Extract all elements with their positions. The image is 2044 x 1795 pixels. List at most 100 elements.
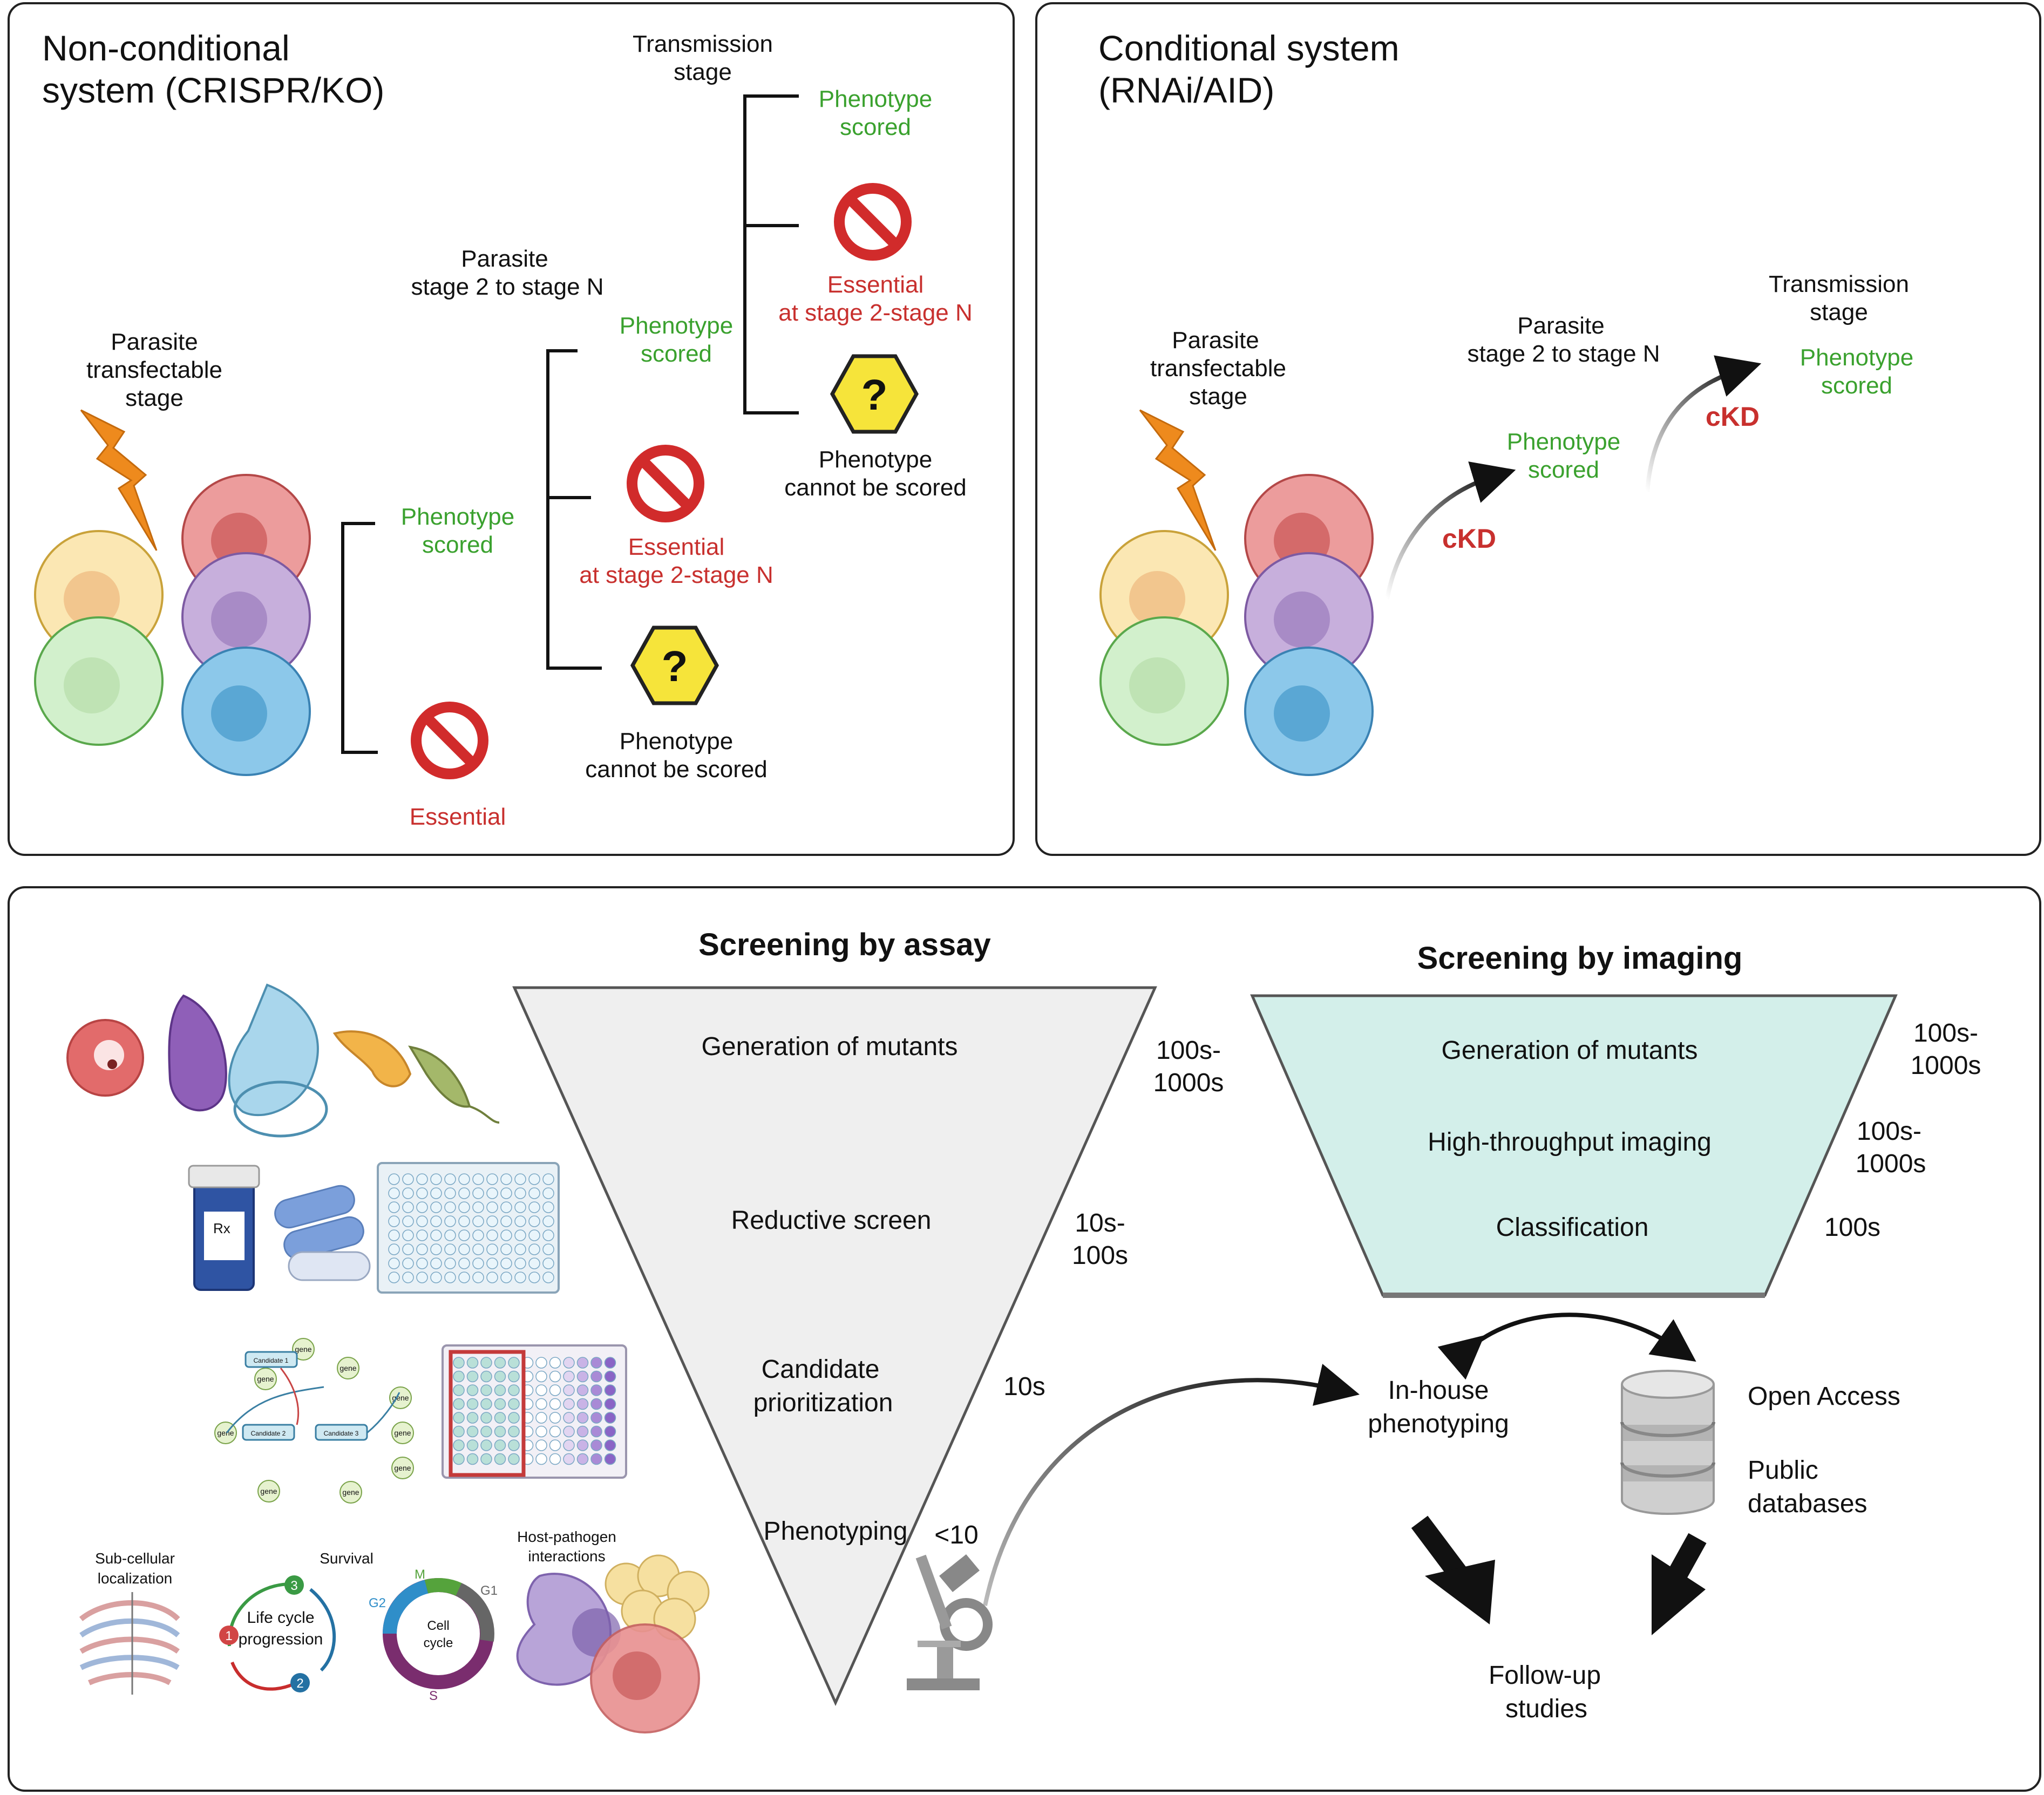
well-icon — [508, 1412, 520, 1424]
well-icon — [472, 1173, 484, 1185]
well-plate-wells-1 — [388, 1173, 554, 1283]
well-icon — [430, 1243, 442, 1255]
well-icon — [576, 1425, 589, 1438]
well-icon — [528, 1257, 540, 1269]
well-icon — [430, 1272, 442, 1283]
imaging-step-3: Classification — [1496, 1213, 1649, 1242]
well-icon — [402, 1243, 414, 1255]
transmission2-label-l2: stage — [1810, 299, 1868, 325]
well-icon — [402, 1201, 414, 1213]
well-icon — [472, 1229, 484, 1241]
green-cell-nucleus — [64, 657, 120, 713]
trypanosome-orange-icon — [332, 1030, 412, 1087]
well-icon — [472, 1257, 484, 1269]
well-icon — [458, 1201, 470, 1213]
well-icon — [514, 1215, 526, 1227]
well-icon — [576, 1439, 589, 1451]
essential-stage-l1-label-c: Essential — [827, 271, 924, 298]
well-icon — [458, 1243, 470, 1255]
well-icon — [453, 1370, 465, 1383]
gene-node-icon — [337, 1357, 359, 1379]
well-icon — [486, 1243, 498, 1255]
scored-l1-label-e: Phenotype — [1800, 344, 1913, 371]
well-icon — [388, 1257, 400, 1269]
imaging-count-1-l2: 1000s — [1911, 1051, 1981, 1080]
subcellular-l1: Sub-cellular — [95, 1550, 175, 1567]
well-icon — [480, 1439, 492, 1451]
panel-border — [8, 2, 1015, 856]
imaging-step-1: Generation of mutants — [1442, 1036, 1698, 1065]
well-icon — [528, 1187, 540, 1199]
well-icon — [604, 1439, 616, 1451]
imaging-count-2-l2: 1000s — [1856, 1150, 1926, 1178]
lc-step-1: 1 — [225, 1629, 232, 1643]
cannot-l2-label-c: cannot be scored — [784, 474, 967, 501]
well-icon — [514, 1243, 526, 1255]
gene-node-label: gene — [339, 1364, 356, 1372]
well-icon — [590, 1357, 602, 1369]
bracket-level3 — [743, 94, 799, 414]
well-icon — [480, 1453, 492, 1465]
well-icon — [480, 1425, 492, 1438]
followup-l1: Follow-up — [1489, 1661, 1601, 1690]
scored-l1-label-a: Phenotype — [401, 504, 514, 530]
well-icon — [416, 1187, 428, 1199]
yellow-cell-nucleus — [64, 571, 120, 627]
host-l2: interactions — [528, 1548, 605, 1565]
transmission-label-l2: stage — [674, 59, 732, 85]
well-icon — [528, 1201, 540, 1213]
host-pathogen-icon — [516, 1554, 710, 1733]
transfectable2-label-l3: stage — [1189, 383, 1247, 410]
well-icon — [402, 1229, 414, 1241]
well-icon — [388, 1272, 400, 1283]
assay-count-1-l1: 100s- — [1156, 1036, 1221, 1065]
public-l1: Public — [1748, 1456, 1818, 1485]
imaging-title: Screening by imaging — [1417, 941, 1743, 976]
parasite-cells-group-2 — [1099, 474, 1374, 776]
cannot-l2-label-b: cannot be scored — [585, 756, 768, 783]
assay-step-3-l2: prioritization — [753, 1389, 893, 1417]
microscope-icon — [907, 1554, 993, 1690]
gene-node-label: gene — [342, 1488, 359, 1497]
lightning-bolt-icon — [80, 409, 158, 551]
well-icon — [472, 1243, 484, 1255]
well-icon — [500, 1229, 512, 1241]
well-icon — [480, 1370, 492, 1383]
well-icon — [535, 1439, 547, 1451]
transmission2-label-l1: Transmission — [1769, 271, 1909, 297]
flagellum-icon — [469, 1105, 500, 1124]
well-icon — [542, 1229, 554, 1241]
well-icon — [402, 1272, 414, 1283]
transmission-label-l1: Transmission — [633, 31, 773, 57]
imaging-step-2: High-throughput imaging — [1428, 1128, 1712, 1157]
gene-node-icon — [339, 1481, 362, 1504]
capsule-icon-3 — [288, 1251, 371, 1281]
cell-cycle-icon — [383, 1578, 494, 1689]
assay-step-4: Phenotyping — [764, 1517, 908, 1546]
assay-step-2: Reductive screen — [731, 1206, 932, 1235]
inhouse-l2: phenotyping — [1368, 1410, 1509, 1438]
well-icon — [430, 1187, 442, 1199]
well-icon — [466, 1370, 479, 1383]
well-icon — [549, 1398, 561, 1410]
assay-count-4: <10 — [934, 1521, 978, 1549]
well-icon — [535, 1412, 547, 1424]
well-icon — [444, 1173, 456, 1185]
cc-s-label: S — [429, 1689, 438, 1703]
candidate-1-label: Candidate 1 — [254, 1357, 289, 1364]
well-icon — [549, 1357, 561, 1369]
well-icon — [458, 1229, 470, 1241]
candidate-3-label: Candidate 3 — [324, 1430, 359, 1437]
life-cycle-icon — [219, 1575, 336, 1692]
well-icon — [590, 1425, 602, 1438]
well-icon — [453, 1412, 465, 1424]
well-icon — [542, 1243, 554, 1255]
well-icon — [528, 1229, 540, 1241]
well-icon — [458, 1215, 470, 1227]
imaging-count-3: 100s — [1824, 1213, 1880, 1242]
well-icon — [576, 1412, 589, 1424]
well-icon — [563, 1357, 575, 1369]
parasite-cells-group — [34, 474, 311, 776]
